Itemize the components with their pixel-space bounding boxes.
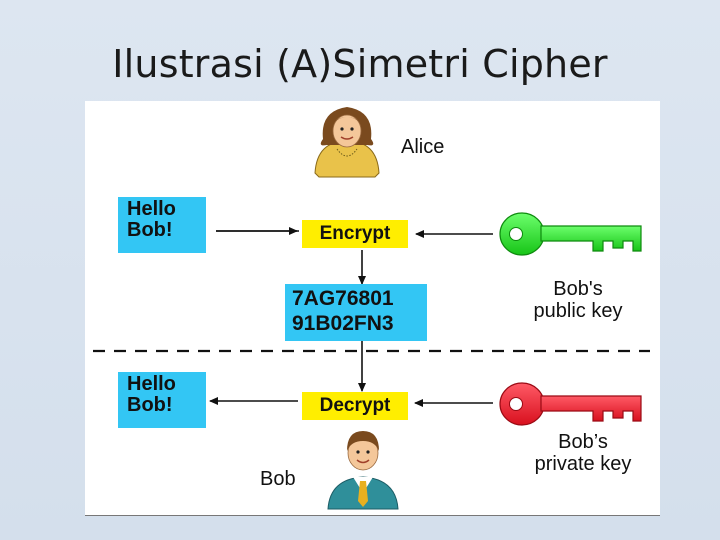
slide-title: Ilustrasi (A)Simetri Cipher: [0, 42, 720, 86]
ciphertext-line1: 7AG76801: [292, 286, 427, 311]
bob-avatar: [328, 431, 398, 509]
private-key-label-line2: private key: [503, 453, 663, 475]
diagram-panel: Alice Hello Bob! Encrypt 7AG76801 91B02F…: [85, 101, 660, 516]
private-key-icon: [500, 383, 641, 425]
ciphertext-line2: 91B02FN3: [292, 311, 427, 336]
public-key-icon: [500, 213, 641, 255]
plaintext-top-line1: Hello: [127, 199, 206, 220]
public-key-label: Bob's public key: [503, 278, 653, 322]
plaintext-top-line2: Bob!: [127, 220, 206, 241]
public-key-label-line1: Bob's: [503, 278, 653, 300]
decrypt-box: Decrypt: [302, 392, 408, 420]
public-key-label-line2: public key: [503, 300, 653, 322]
encrypt-box: Encrypt: [302, 220, 408, 248]
private-key-label: Bob’s private key: [503, 431, 663, 475]
alice-avatar: [315, 107, 379, 177]
alice-label: Alice: [401, 136, 444, 158]
private-key-label-line1: Bob’s: [503, 431, 663, 453]
bob-label: Bob: [260, 468, 296, 490]
ciphertext-box: 7AG76801 91B02FN3: [285, 284, 427, 341]
plaintext-box-top: Hello Bob!: [118, 197, 206, 253]
plaintext-box-bottom: Hello Bob!: [118, 372, 206, 428]
plaintext-bottom-line2: Bob!: [127, 395, 206, 416]
plaintext-bottom-line1: Hello: [127, 374, 206, 395]
